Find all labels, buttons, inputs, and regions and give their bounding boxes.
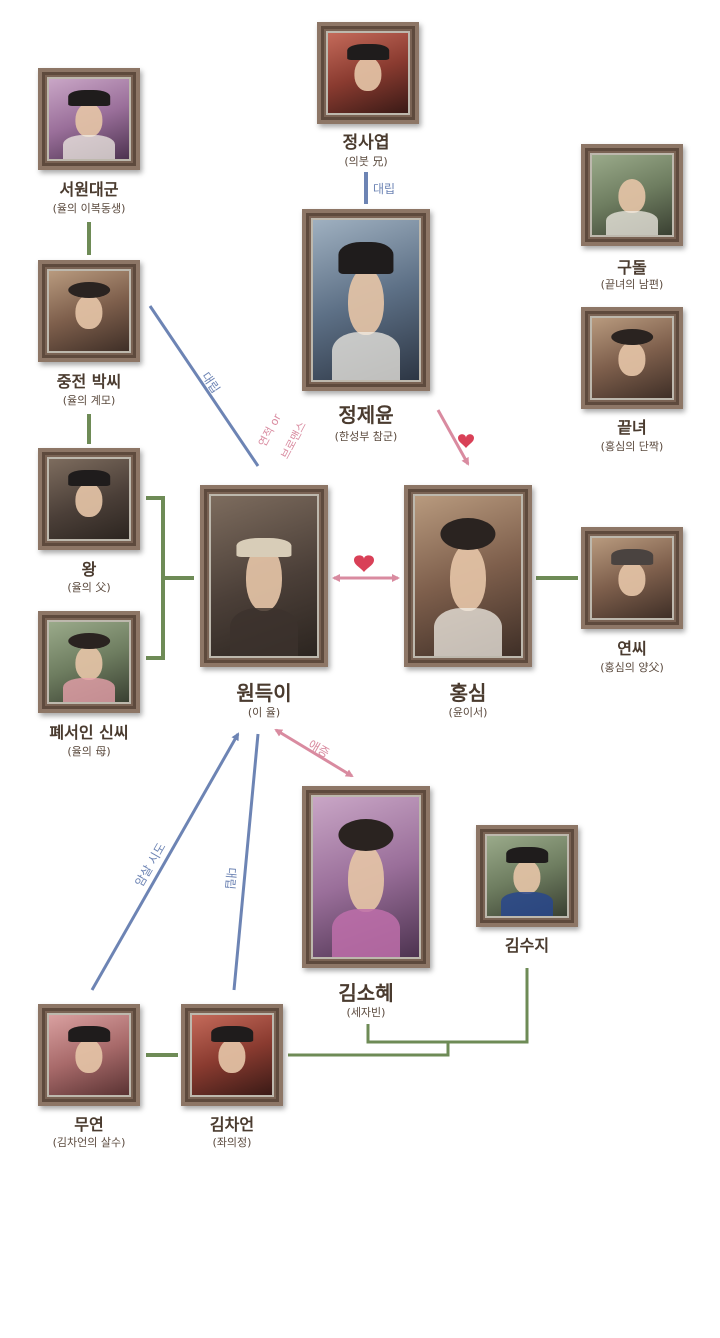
character-role-queen-park: (율의 계모) (62, 394, 116, 407)
portrait-queen-park (38, 260, 140, 362)
character-role-kim-sohye: (세자빈) (346, 1006, 386, 1019)
character-name-muyeon: 무연 (74, 1115, 104, 1134)
portrait-kim-suji (476, 825, 578, 927)
character-role-kim-chaeon: (좌의정) (212, 1136, 252, 1149)
character-name-king: 왕 (81, 560, 97, 579)
character-name-jeong-jeyun: 정제윤 (338, 403, 394, 427)
portrait-muyeon (38, 1004, 140, 1106)
relation-label-sayeop-jeyun: 대립 (373, 182, 396, 196)
character-role-hongsim: (윤이서) (448, 706, 488, 719)
character-role-muyeon: (김차언의 살수) (52, 1136, 126, 1149)
character-role-yeonssi: (홍심의 양父) (600, 661, 664, 674)
character-name-kkeutnyeo: 끝녀 (617, 418, 647, 437)
character-name-kim-suji: 김수지 (504, 936, 550, 955)
character-name-kim-chaeon: 김차언 (209, 1115, 255, 1134)
character-name-jeong-sayeop: 정사엽 (342, 133, 390, 153)
character-name-gudol: 구돌 (617, 258, 647, 277)
character-role-wondeuk: (이 율) (247, 706, 281, 719)
portrait-yeonssi (581, 527, 683, 629)
portrait-kkeutnyeo (581, 307, 683, 409)
line-muyeon-wondeuk (90, 732, 240, 991)
character-name-queen-park: 중전 박씨 (56, 372, 122, 391)
heart-icon (354, 555, 374, 572)
line-chaeon-suji-sohye (288, 968, 529, 1057)
character-role-kkeutnyeo: (홍심의 단짝) (600, 440, 664, 453)
portrait-seowon-daegun (38, 68, 140, 170)
character-role-seowon-daegun: (율의 이복동생) (52, 202, 126, 215)
portrait-deposed-shin (38, 611, 140, 713)
character-name-hongsim: 홍심 (449, 681, 487, 705)
portrait-kim-sohye (302, 786, 430, 968)
line-chaeon-wondeuk (232, 733, 260, 991)
portrait-gudol (581, 144, 683, 246)
character-name-seowon-daegun: 서원대군 (59, 180, 119, 199)
character-name-deposed-shin: 폐서인 신씨 (49, 723, 129, 742)
character-name-kim-sohye: 김소혜 (338, 981, 394, 1005)
line-king-shin-bracket (146, 496, 194, 660)
relation-label-chaeon-wondeuk: 대립 (222, 866, 239, 891)
portrait-jeong-jeyun (302, 209, 430, 391)
portrait-jeong-sayeop (317, 22, 419, 124)
heart-icon (458, 434, 474, 448)
line-wondeuk-sohye (274, 728, 354, 778)
character-name-wondeuk: 원득이 (236, 681, 292, 705)
character-role-gudol: (끝녀의 남편) (600, 278, 664, 291)
line-jeyun-hongsim (436, 409, 470, 466)
portrait-king (38, 448, 140, 550)
portrait-kim-chaeon (181, 1004, 283, 1106)
character-role-deposed-shin: (율의 母) (67, 745, 111, 758)
portrait-wondeuk (200, 485, 328, 667)
character-role-king: (율의 父) (67, 581, 111, 594)
character-role-jeong-jeyun: (한성부 참군) (334, 430, 398, 443)
character-role-jeong-sayeop: (의붓 兄) (344, 155, 388, 168)
line-park-wondeuk (148, 305, 260, 467)
portrait-hongsim (404, 485, 532, 667)
character-name-yeonssi: 연씨 (617, 639, 647, 658)
